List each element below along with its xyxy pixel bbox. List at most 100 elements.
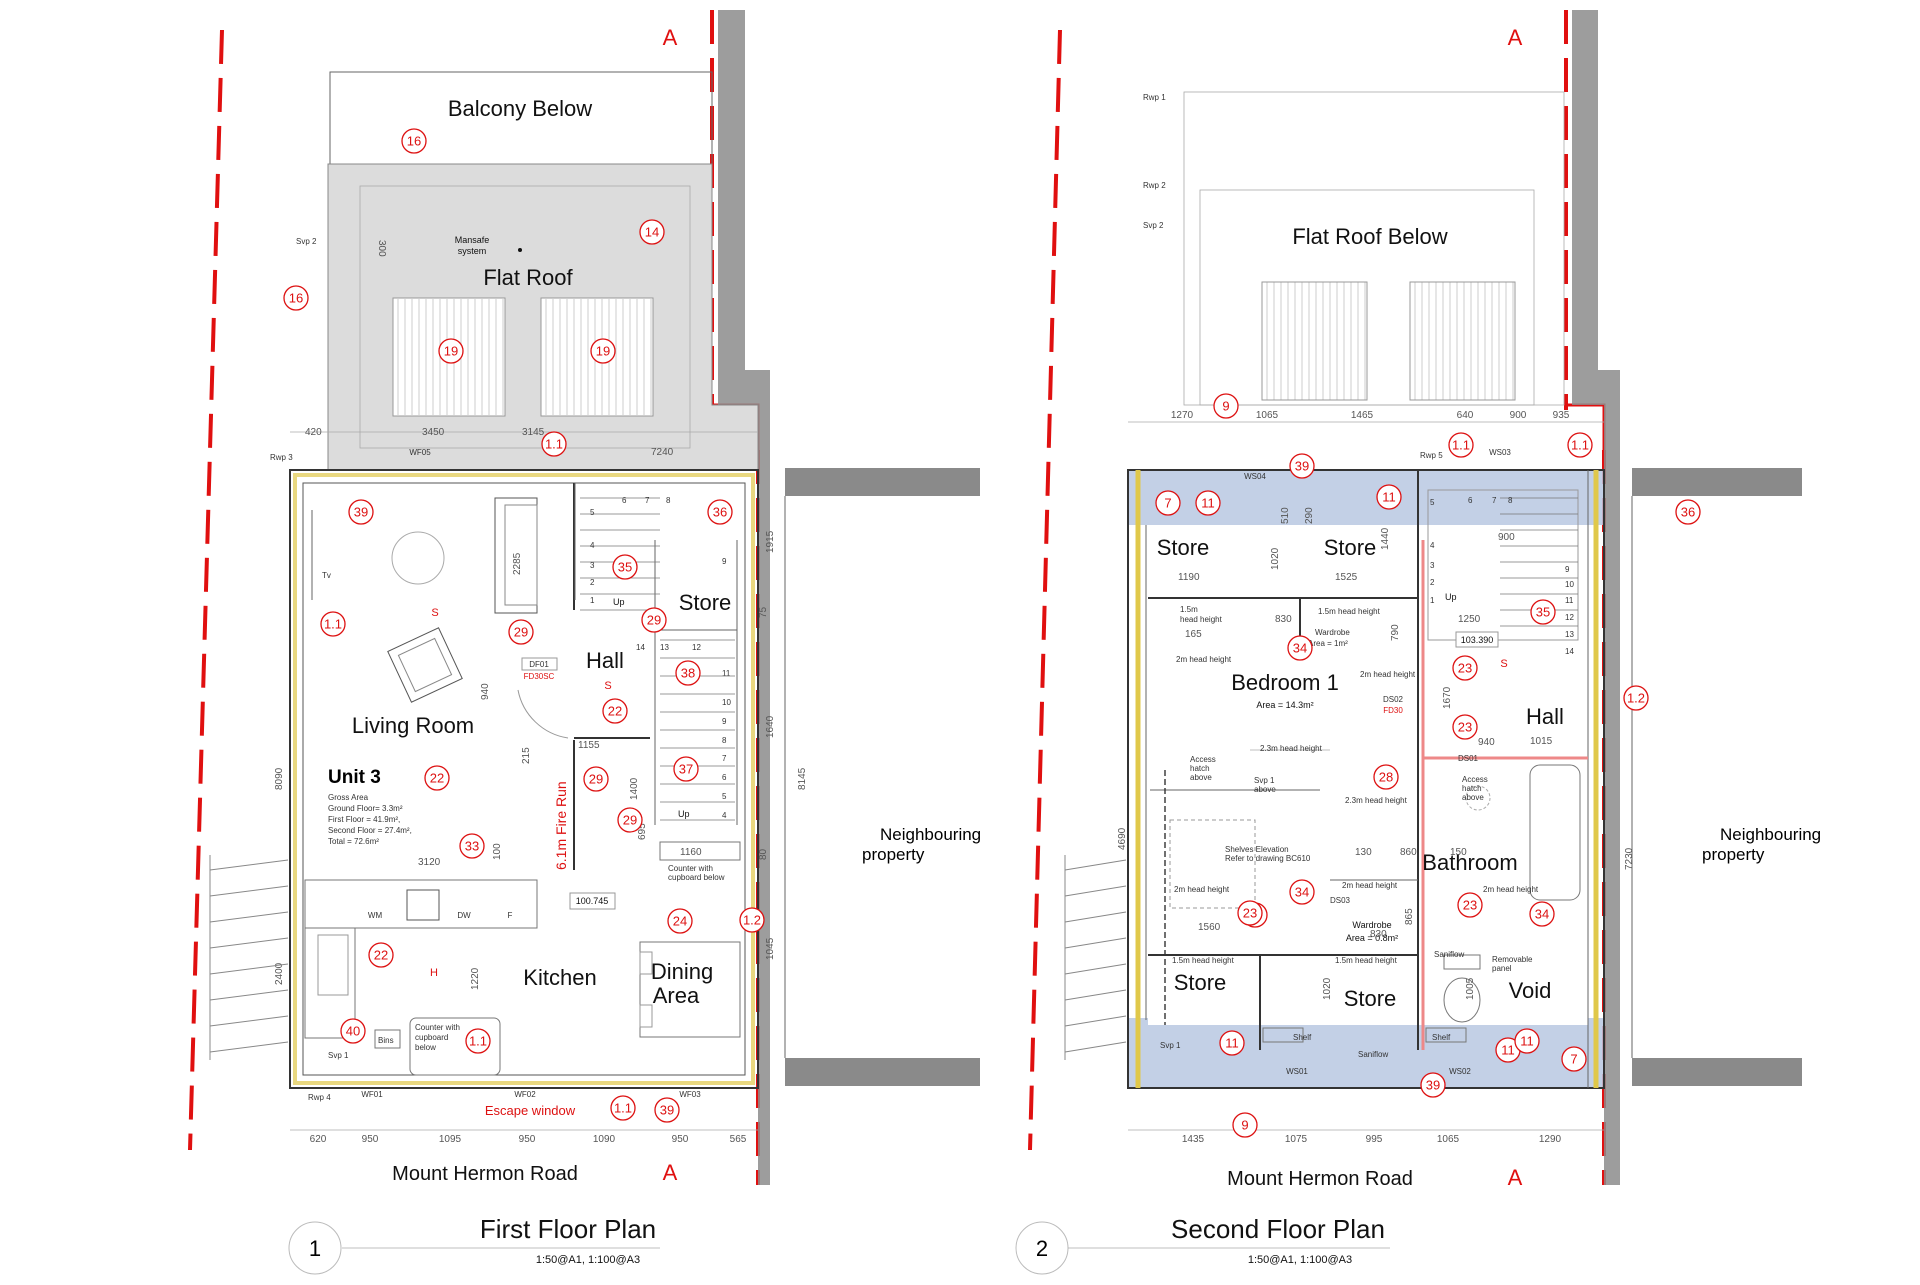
dimension-value: 1005	[1465, 977, 1476, 1000]
annotation-tag-value: 1.1	[545, 437, 563, 452]
annotation-tag-value: 16	[407, 134, 421, 149]
neighbour-wall-left	[718, 10, 770, 1185]
stair-number: 2	[1430, 578, 1435, 587]
annotation-tag-value: 38	[681, 666, 695, 681]
coffee-table	[391, 531, 445, 585]
head15a-2: head height	[1180, 615, 1223, 624]
stair-number: 4	[722, 811, 727, 820]
window-ws04: WS04	[1244, 472, 1266, 481]
stair-number: 9	[722, 557, 727, 566]
annotation-tag: 16	[401, 128, 427, 154]
annotation-tag-value: 28	[1379, 770, 1393, 785]
site-boundary-left	[188, 29, 224, 1151]
rwp4-label: Rwp 4	[308, 1093, 331, 1102]
annotation-tag-value: 9	[1222, 399, 1229, 414]
dimension-value: 7240	[651, 447, 674, 458]
stair-number: 12	[692, 643, 701, 652]
dimension-value: 1015	[1530, 736, 1553, 747]
svp1-above-2: above	[1254, 785, 1276, 794]
dimension-value: 1915	[765, 530, 776, 553]
tv-label: Tv	[322, 571, 331, 580]
annotation-tag: 1.1	[610, 1095, 636, 1121]
neighbour-strip-top-2	[1632, 468, 1802, 496]
annotation-tag-value: 7	[1164, 496, 1171, 511]
basin	[1465, 785, 1491, 811]
stair-up-2: Up	[678, 809, 690, 819]
door-ds02: DS02	[1383, 695, 1404, 704]
annotation-tag: 11	[1514, 1028, 1540, 1054]
flat-roof-label: Flat Roof	[483, 265, 573, 290]
store-a-label: Store	[1157, 535, 1210, 560]
mansafe-point	[518, 248, 522, 252]
annotation-tag: 23	[1452, 655, 1478, 681]
plan-scale: 1:50@A1, 1:100@A3	[536, 1254, 640, 1266]
annotation-tag: 39	[1420, 1072, 1446, 1098]
annotation-tag: 23	[1237, 900, 1263, 926]
svp1-label-2: Svp 1	[1160, 1041, 1181, 1050]
dimension-value: 1435	[1182, 1134, 1205, 1145]
bed	[1169, 819, 1256, 909]
mansafe-label-1: Mansafe	[455, 235, 490, 245]
head2a: 2m head height	[1176, 655, 1232, 664]
dimension-value: 940	[480, 683, 491, 700]
hall-label-2: Hall	[1526, 704, 1564, 729]
door-swing	[517, 689, 569, 739]
annotation-tag-value: 23	[1243, 906, 1257, 921]
annotation-tag-value: 29	[514, 625, 528, 640]
dimension-value: 950	[519, 1134, 536, 1145]
dimension-value: 150	[1450, 847, 1467, 858]
annotation-tag: 16	[283, 285, 309, 311]
section-marker-top-2: A	[1508, 25, 1523, 50]
living-room-label: Living Room	[352, 713, 474, 738]
escape-window-label: Escape window	[485, 1103, 576, 1118]
dimension-value: 1065	[1256, 410, 1279, 421]
hall-label: Hall	[586, 648, 624, 673]
head23b: 2.3m head height	[1345, 796, 1408, 805]
first-floor-plan: Balcony Below Flat Roof Mansafe system 5…	[188, 10, 981, 1275]
annotation-tag: 14	[639, 219, 665, 245]
stair-number: 2	[590, 578, 595, 587]
second-floor-interior	[1148, 525, 1588, 1025]
dimension-value: 900	[1498, 532, 1515, 543]
annotation-tag: 7	[1155, 490, 1181, 516]
second-floor-outer-wall	[1127, 469, 1605, 1089]
dimension-value: 695	[637, 823, 648, 840]
annotation-tag-value: 19	[444, 344, 458, 359]
insulation-line	[293, 473, 755, 1085]
svp1-above-1: Svp 1	[1254, 776, 1275, 785]
annotation-tag: 29	[583, 766, 609, 792]
annotation-tag-value: 29	[647, 613, 661, 628]
shelf-1	[1262, 1027, 1304, 1043]
sofa-seat	[504, 504, 538, 606]
stair-number: 7	[722, 754, 727, 763]
dimension-value: 3120	[418, 857, 441, 868]
stair-number: 12	[1565, 613, 1574, 622]
dimension-value: 2285	[512, 552, 523, 575]
door-fd30sc: FD30SC	[524, 672, 555, 681]
shelf-label-2: Shelf	[1432, 1033, 1451, 1042]
dimension-value: 80	[758, 848, 769, 860]
counter-hall-label-2: cupboard below	[668, 873, 725, 882]
stair-number: 13	[660, 643, 669, 652]
flat-roof-below-label: Flat Roof Below	[1292, 224, 1447, 249]
annotation-tag-value: 11	[1382, 490, 1396, 505]
dimension-value: 830	[1370, 929, 1387, 940]
counter-label-3: below	[415, 1043, 436, 1052]
annotation-tag: 1.1	[541, 431, 567, 457]
annotation-tag-value: 1.2	[743, 913, 761, 928]
annotation-tag: 36	[1675, 499, 1701, 525]
stair-number: 4	[590, 541, 595, 550]
level-box	[569, 892, 616, 910]
dimension-value: 8145	[797, 767, 808, 790]
annotation-tag: 9	[1213, 393, 1239, 419]
dimension-value: 300	[376, 240, 387, 257]
dimension-value: 1020	[1322, 977, 1333, 1000]
annotation-tag: 28	[1373, 764, 1399, 790]
dimension-value: 1095	[439, 1134, 462, 1145]
dimension-value: 1065	[1437, 1134, 1460, 1145]
bedroom-label: Bedroom 1	[1231, 670, 1339, 695]
shelf-2	[1425, 1027, 1467, 1043]
dimension-value: 290	[1304, 507, 1315, 524]
